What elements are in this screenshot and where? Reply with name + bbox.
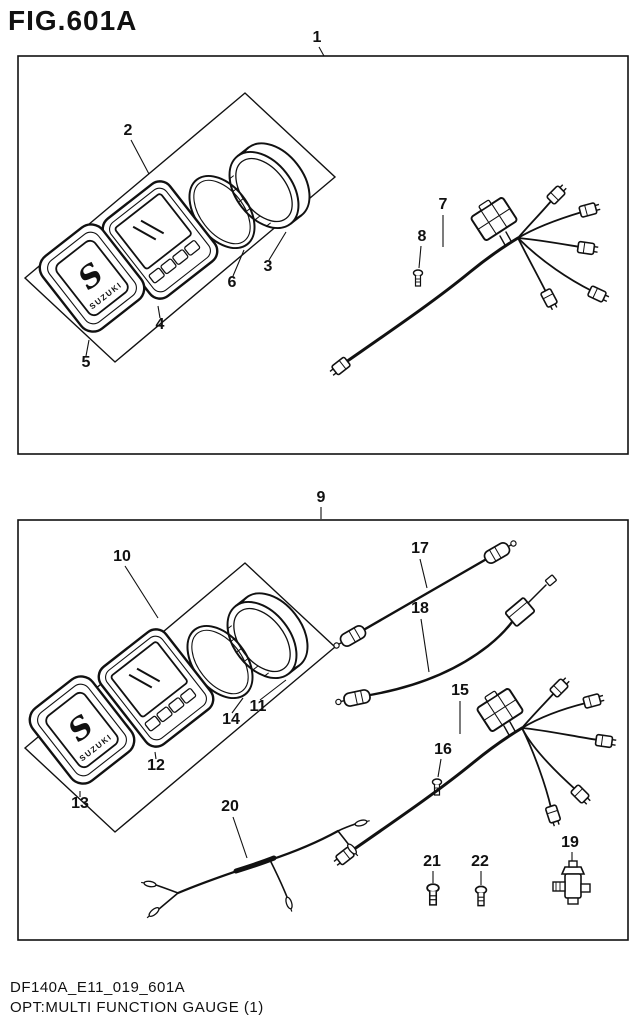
callout-9: 9	[317, 489, 326, 506]
leader-20	[232, 816, 248, 859]
branch-wire	[517, 211, 583, 239]
tail-wire	[337, 823, 356, 832]
cover-inner	[55, 239, 129, 317]
branch-wire	[269, 859, 288, 898]
harness-wrap	[233, 855, 277, 874]
tail-wire	[155, 884, 179, 894]
block-lead	[505, 231, 512, 242]
leader-11	[259, 679, 287, 701]
branch-wire	[521, 727, 552, 809]
callout-19: 19	[561, 834, 579, 851]
branch-wire	[517, 199, 553, 239]
side-port-left	[552, 881, 566, 892]
leader-18	[420, 618, 430, 673]
cover-mid	[37, 683, 127, 777]
leader-1	[318, 46, 325, 57]
cover-inner	[45, 691, 119, 769]
callout-14: 14	[222, 711, 240, 728]
stem	[568, 860, 578, 868]
bottom-fitting	[567, 897, 579, 905]
callout-2: 2	[124, 122, 133, 139]
block-lead	[503, 725, 510, 736]
harness-trunk	[348, 726, 524, 854]
callout-18: 18	[411, 600, 429, 617]
footer-caption: OPT:MULTI FUNCTION GAUGE (1)	[10, 999, 264, 1016]
branch-wire	[517, 237, 547, 293]
front-cover-2: S SUZUKI	[28, 675, 136, 785]
callout-21: 21	[423, 853, 441, 870]
callout-22: 22	[471, 853, 489, 870]
branch-wire	[521, 691, 556, 729]
callout-12: 12	[147, 757, 165, 774]
exploded-box-1	[23, 92, 337, 363]
callout-5: 5	[82, 354, 91, 371]
branch-wire	[517, 237, 593, 292]
leader-6	[232, 249, 245, 277]
extension-cable-17	[330, 535, 520, 654]
leader-12	[154, 751, 157, 760]
footer-part-code: DF140A_E11_019_601A	[10, 979, 185, 996]
cable-wire	[358, 555, 492, 634]
cable-wire	[362, 620, 514, 698]
leader-3	[268, 231, 287, 261]
callout-10: 10	[113, 548, 131, 565]
leader-10	[124, 565, 159, 619]
leader-17	[419, 558, 428, 589]
body	[564, 873, 582, 899]
side-port-right	[580, 883, 591, 893]
harness-trunk	[344, 236, 520, 364]
block-lead	[499, 235, 506, 246]
block-line	[508, 601, 528, 618]
callout-15: 15	[451, 682, 469, 699]
leader-8	[418, 245, 422, 269]
branch-wire	[517, 237, 581, 248]
callout-1: 1	[313, 29, 322, 46]
hex-cap	[560, 866, 586, 875]
leader-16	[437, 758, 442, 778]
callout-13: 13	[71, 795, 89, 812]
wire-harness-1	[327, 181, 612, 379]
leader-2	[130, 139, 150, 175]
extension-cable-18	[333, 574, 557, 710]
tail-wire	[158, 892, 179, 910]
leader-5	[85, 339, 90, 357]
branch-wire	[521, 702, 587, 729]
tail-wire	[527, 584, 547, 604]
sub-harness-20	[140, 817, 372, 921]
inline-block	[504, 597, 536, 627]
leader-4	[157, 305, 161, 319]
figure-title: FIG.601A	[8, 5, 137, 36]
callout-4: 4	[156, 316, 165, 333]
wire-harness-2	[331, 674, 618, 869]
block-body	[504, 597, 536, 627]
callout-17: 17	[411, 540, 429, 557]
callout-20: 20	[221, 798, 239, 815]
front-cover-1: S SUZUKI	[38, 223, 146, 333]
spade-terminal	[544, 574, 557, 587]
leader-14	[231, 697, 244, 714]
callout-8: 8	[418, 228, 427, 245]
branch-wire	[521, 727, 599, 741]
callout-7: 7	[439, 196, 448, 213]
sensor-19	[552, 860, 591, 905]
callout-11: 11	[250, 698, 267, 715]
callout-3: 3	[264, 258, 273, 275]
callout-16: 16	[434, 741, 452, 758]
callout-6: 6	[228, 274, 237, 291]
cover-mid	[47, 231, 137, 325]
block-lead	[509, 721, 516, 732]
